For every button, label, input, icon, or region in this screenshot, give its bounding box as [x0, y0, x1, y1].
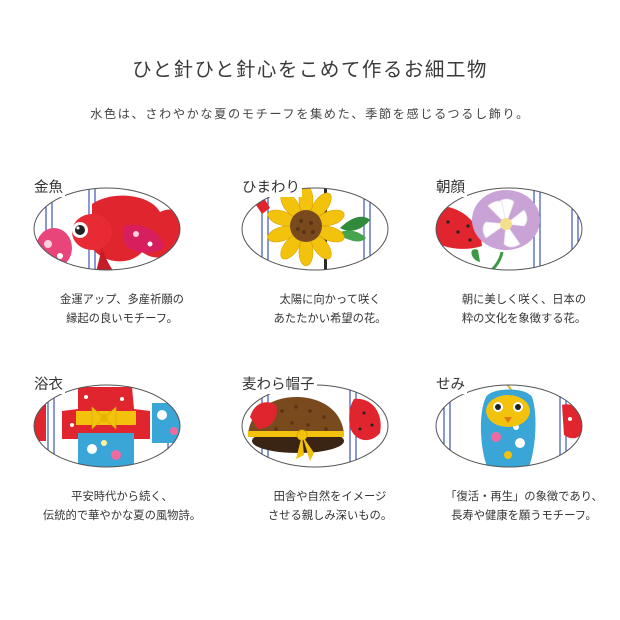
motif-morning-glory: 朝顔 朝に美しく咲く、日本の粋の文化を象徴する花。	[434, 176, 614, 366]
motif-label: 金魚	[32, 176, 65, 197]
page-title: ひと針ひと針心をこめて作るお細工物	[132, 58, 488, 81]
motif-label: せみ	[434, 373, 467, 394]
motif-straw-hat: 麦わら帽子 田舎や自然をイメージさせる親しみ深いもの。	[240, 373, 420, 563]
yukata-icon	[33, 384, 181, 468]
cicada-icon	[435, 384, 583, 468]
sunflower-icon	[241, 187, 389, 271]
motif-cicada: せみ 「復活・再生」の象徴であり、長寿や健康を願うモチーフ。	[434, 373, 614, 563]
motif-label: 浴衣	[32, 373, 65, 394]
motif-yukata: 浴衣 平安時代から続く、伝統的で華やかな夏の風物詩。	[32, 373, 212, 563]
motif-description: 朝に美しく咲く、日本の粋の文化を象徴する花。	[461, 293, 587, 325]
motif-description: 平安時代から続く、伝統的で華やかな夏の風物詩。	[42, 490, 202, 522]
motif-description: 「復活・再生」の象徴であり、長寿や健康を願うモチーフ。	[445, 490, 603, 522]
motif-label: 麦わら帽子	[240, 373, 317, 394]
morning-glory-icon	[435, 187, 583, 271]
goldfish-icon	[33, 187, 181, 271]
motif-goldfish: 金魚 金運アップ、多産祈願の縁起の良いモチーフ。	[32, 176, 212, 366]
motif-description: 金運アップ、多産祈願の縁起の良いモチーフ。	[60, 293, 184, 325]
motif-description: 田舎や自然をイメージさせる親しみ深いもの。	[267, 490, 393, 522]
page-subtitle: 水色は、さわやかな夏のモチーフを集めた、季節を感じるつるし飾り。	[90, 107, 530, 121]
motif-sunflower: ひまわり 太陽に向かって咲くあたたかい希望の花。	[240, 176, 420, 366]
motif-label: 朝顔	[434, 176, 467, 197]
straw-hat-icon	[241, 384, 389, 468]
motif-label: ひまわり	[240, 176, 302, 197]
motif-description: 太陽に向かって咲くあたたかい希望の花。	[273, 293, 387, 325]
